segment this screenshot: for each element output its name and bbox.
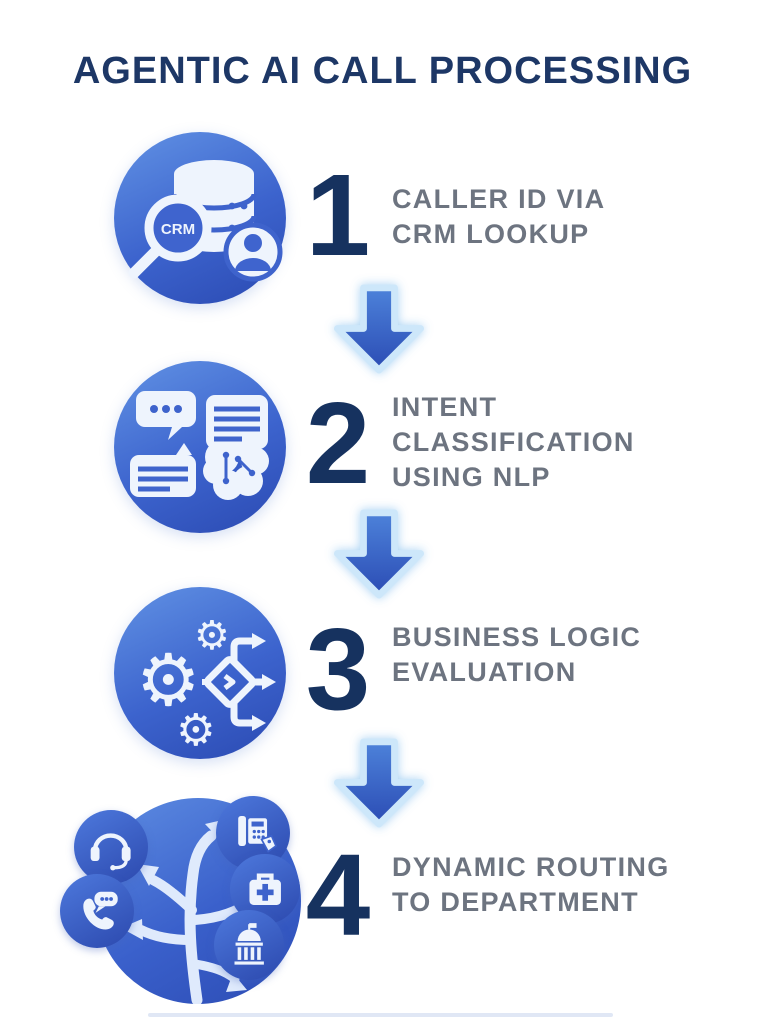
step-4-number: 4 bbox=[305, 830, 371, 960]
step-1-number: 1 bbox=[305, 150, 371, 280]
step-2-label-line: INTENT bbox=[392, 392, 498, 422]
gears-branching-icon: ⚙ ⚙ ⚙ bbox=[136, 613, 276, 756]
government-building-icon bbox=[214, 910, 284, 980]
step-1-label: CALLER ID VIA CRM LOOKUP bbox=[392, 182, 605, 252]
gear-icon: ⚙ bbox=[194, 613, 230, 659]
step-4-label-line: TO DEPARTMENT bbox=[392, 887, 639, 917]
step-4-label: DYNAMIC ROUTING TO DEPARTMENT bbox=[392, 850, 670, 920]
step-3-label-line: EVALUATION bbox=[392, 657, 577, 687]
step-3-label: BUSINESS LOGIC EVALUATION bbox=[392, 620, 641, 690]
support-headset-icon bbox=[74, 810, 148, 884]
database-search-person-icon: CRM bbox=[128, 160, 283, 282]
step-3-label-line: BUSINESS LOGIC bbox=[392, 622, 642, 652]
crm-database-lookup-icon: CRM bbox=[114, 132, 286, 304]
phone-chat-icon bbox=[60, 874, 134, 948]
step-2-number: 2 bbox=[305, 378, 371, 508]
step-4-label-line: DYNAMIC ROUTING bbox=[392, 852, 670, 882]
footer-divider bbox=[148, 1013, 613, 1017]
step-3-number: 3 bbox=[305, 604, 371, 734]
step-1-label-line: CALLER ID VIA bbox=[392, 184, 606, 214]
down-arrow-icon bbox=[333, 509, 425, 599]
step-1-label-line: CRM LOOKUP bbox=[392, 219, 590, 249]
page-title: AGENTIC AI CALL PROCESSING bbox=[72, 50, 693, 92]
down-arrow-icon bbox=[333, 738, 425, 828]
nlp-brain-chat-icon bbox=[114, 361, 286, 533]
crm-lens-label: CRM bbox=[161, 221, 195, 238]
step-2-label: INTENT CLASSIFICATION USING NLP bbox=[392, 390, 635, 495]
step-2-label-line: CLASSIFICATION bbox=[392, 427, 635, 457]
gear-icon: ⚙ bbox=[136, 638, 201, 722]
down-arrow-icon bbox=[333, 284, 425, 374]
brain-speech-bubbles-icon bbox=[130, 391, 269, 500]
gears-decision-flow-icon: ⚙ ⚙ ⚙ bbox=[114, 587, 286, 759]
step-2-label-line: USING NLP bbox=[392, 462, 551, 492]
gear-icon: ⚙ bbox=[176, 705, 215, 756]
